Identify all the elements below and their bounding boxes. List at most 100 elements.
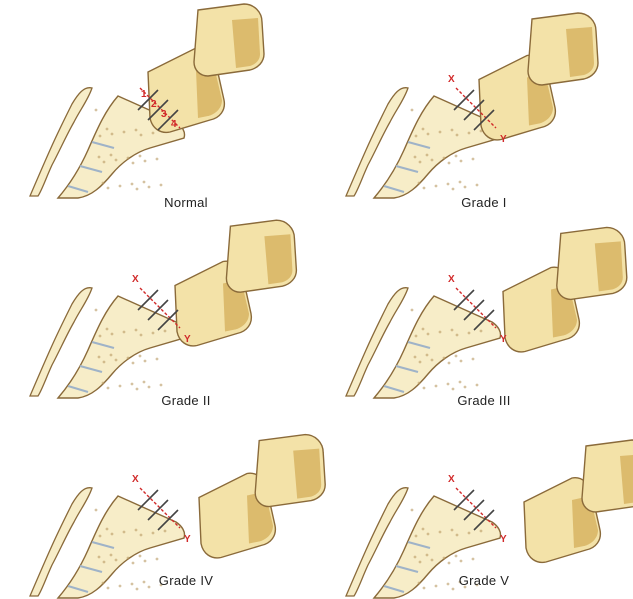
trabecular-dot: [131, 561, 135, 565]
trabecular-dot: [131, 161, 135, 165]
x-marker: X: [448, 74, 455, 85]
trabecular-dot: [101, 181, 105, 185]
l4-vertebra: [527, 12, 599, 86]
trabecular-dot: [451, 587, 455, 591]
trabecular-dot: [143, 559, 147, 563]
trabecular-dot: [106, 386, 110, 390]
trabecular-dot: [130, 582, 134, 586]
trabecular-dot: [138, 554, 142, 558]
trabecular-dot: [118, 384, 122, 388]
grade-label: Grade III: [457, 393, 511, 408]
quarter-divider: [137, 489, 159, 511]
sacral-segment-line: [91, 140, 115, 150]
trabecular-dot: [98, 134, 102, 138]
trabecular-dot: [471, 357, 475, 361]
trabecular-dot: [442, 556, 446, 560]
division-number: 3: [161, 109, 167, 120]
sacral-segment-line: [79, 164, 103, 174]
grade-label: Normal: [164, 195, 208, 210]
trabecular-dot: [114, 358, 118, 362]
spinous-process-strip: [29, 287, 93, 397]
quarter-divider: [157, 509, 179, 531]
trabecular-dot: [421, 527, 425, 531]
trabecular-dot: [413, 555, 417, 559]
trabecular-dot: [138, 154, 142, 158]
trabecular-dot: [438, 130, 442, 134]
trabecular-dot: [118, 184, 122, 188]
trabecular-dot: [410, 108, 414, 112]
trabecular-dot: [414, 334, 418, 338]
trabecular-dot: [434, 584, 438, 588]
trabecular-dot: [143, 159, 147, 163]
grade-label: Grade V: [458, 573, 510, 588]
trabecular-dot: [442, 356, 446, 360]
quarter-divider: [463, 499, 485, 521]
trabecular-dot: [413, 155, 417, 159]
sacral-segment-line: [395, 564, 419, 574]
trabecular-dot: [418, 360, 422, 364]
l5-shading: [196, 66, 222, 118]
quarter-divider: [137, 289, 159, 311]
trabecular-dot: [126, 356, 130, 360]
quarter-divider: [463, 99, 485, 121]
trabecular-dot: [421, 127, 425, 131]
trabecular-dot: [109, 153, 113, 157]
trabecular-dot: [110, 332, 114, 336]
trabecular-dot: [126, 556, 130, 560]
trabecular-dot: [417, 381, 421, 385]
quarter-divider: [453, 89, 475, 111]
trabecular-dot: [418, 160, 422, 164]
trabecular-dot: [421, 327, 425, 331]
quarter-divider: [147, 499, 169, 521]
trabecular-dot: [122, 530, 126, 534]
trabecular-dot: [142, 580, 146, 584]
trabecular-dot: [475, 583, 479, 587]
trabecular-dot: [414, 534, 418, 538]
trabecular-dot: [135, 187, 139, 191]
trabecular-dot: [455, 533, 459, 537]
trabecular-dot: [102, 360, 106, 364]
trabecular-dot: [451, 187, 455, 191]
panel-illustration: XY: [345, 226, 628, 399]
trabecular-dot: [430, 558, 434, 562]
trabecular-dot: [110, 132, 114, 136]
trabecular-dot: [471, 557, 475, 561]
trabecular-dot: [109, 553, 113, 557]
l5-shading: [527, 73, 553, 126]
trabecular-dot: [417, 581, 421, 585]
trabecular-dot: [147, 585, 151, 589]
trabecular-dot: [414, 134, 418, 138]
trabecular-dot: [134, 528, 138, 532]
endplate-measure-line: [139, 287, 181, 329]
trabecular-dot: [475, 183, 479, 187]
trabecular-dot: [454, 154, 458, 158]
l4-vertebra: [581, 439, 633, 513]
trabecular-dot: [114, 558, 118, 562]
trabecular-dot: [463, 385, 467, 389]
trabecular-dot: [455, 333, 459, 337]
trabecular-dot: [126, 156, 130, 160]
trabecular-dot: [467, 131, 471, 135]
trabecular-dot: [94, 308, 98, 312]
trabecular-dot: [426, 332, 430, 336]
trabecular-dot: [426, 532, 430, 536]
trabecular-dot: [138, 354, 142, 358]
endplate-measure-line: [455, 287, 497, 329]
trabecular-dot: [142, 180, 146, 184]
trabecular-dot: [134, 328, 138, 332]
grade-label: Grade I: [461, 195, 507, 210]
panel-illustration: XY: [345, 12, 599, 199]
sacral-segment-line: [395, 164, 419, 174]
quarter-divider: [473, 109, 495, 131]
trabecular-dot: [118, 584, 122, 588]
trabecular-dot: [410, 508, 414, 512]
trabecular-dot: [413, 355, 417, 359]
panel-illustration: XY: [345, 439, 633, 599]
sacral-segment-line: [383, 584, 405, 594]
trabecular-dot: [122, 130, 126, 134]
l4-vertebra: [193, 3, 265, 77]
x-marker: X: [132, 274, 139, 285]
